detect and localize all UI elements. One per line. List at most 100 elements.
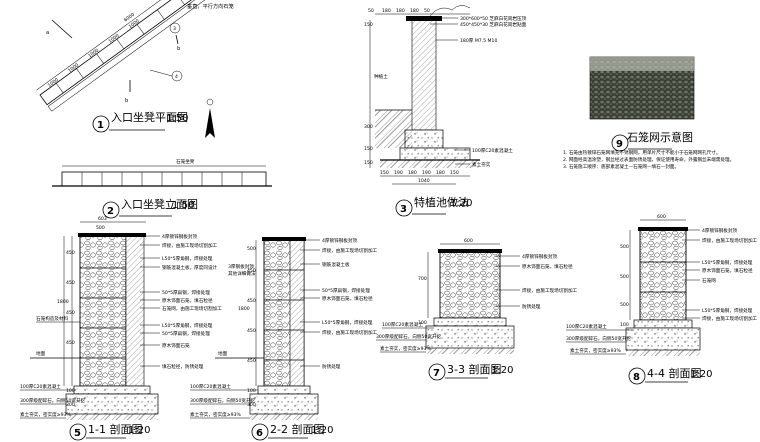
photo-note-3: 3. 石笼施工顺序：底部素混凝土—石笼网—填石—封面。	[563, 163, 679, 170]
s6-dim-2: 450	[247, 298, 256, 304]
s5-note-7: 石笼网，由施工现场切割加工	[162, 305, 222, 312]
s6-note-3: 钢筋混凝土板	[322, 261, 350, 268]
title-bubble	[69, 423, 87, 441]
d3-side-label: 种植土	[374, 73, 388, 80]
title2-scale: 1:50	[172, 200, 194, 211]
elevation-view-2: 石笼坐凳 2 入口坐凳立面图 1:50	[52, 158, 272, 219]
title-bubble	[102, 201, 120, 219]
title7-name: 3-3 剖面图	[447, 362, 501, 376]
s6-note-8: 防锈处理	[322, 363, 341, 370]
s8-dim-top: 600	[657, 214, 666, 220]
s7-dim-base: 100	[418, 320, 427, 326]
section-4-4: 600 500 500 500 100 4厚镀锌钢板封顶 焊接，由施工现场切割加…	[566, 214, 758, 385]
s6-note-6: L50*5厚角钢，焊接处理	[322, 319, 373, 326]
s7-base-note-2: 300厚级配碎石，向侧50宽开挖	[376, 333, 442, 340]
s6-note-5: 原木饰面石笼，填石粒径	[322, 295, 373, 302]
s8-base-note-3: 素土夯实，密实度≥93%	[570, 347, 621, 354]
d3-sdim-1: 150	[364, 22, 373, 28]
d3-bdim-3: 180	[408, 170, 417, 176]
s6-label-3: 其他详细做法	[228, 270, 256, 277]
title6-name: 2-2 剖面图	[270, 422, 324, 436]
title2-num: 2	[107, 206, 114, 217]
s5-dim-1: 450	[66, 250, 75, 256]
d3-sdim-4: 150	[364, 160, 373, 166]
title3-name: 特植池做法	[414, 195, 469, 209]
s6-dim-base2: 300	[247, 402, 256, 408]
d3-topdim-2: 180	[382, 8, 391, 14]
s8-note-5: 石笼网	[702, 277, 716, 284]
plan-dim-total: 6000	[123, 12, 136, 24]
title6-num: 6	[256, 428, 263, 439]
planter-detail-3: 50 180 180 180 50 150 300 150 150 种植土 30…	[364, 5, 527, 217]
s5-note-10: 原木饰面石笼	[162, 342, 190, 349]
title-bubble	[92, 115, 110, 133]
s8-base-note-2: 300厚级配碎石，向侧50宽开挖	[566, 335, 632, 342]
s5-dim-3: 450	[66, 310, 75, 316]
s5-dim-base1: 100	[66, 388, 75, 394]
marker-b2: b	[125, 98, 129, 104]
d3-topdim-5: 50	[424, 8, 430, 14]
title9-name: 石笼网示意图	[627, 130, 693, 144]
s5-note-9: 50*5厚扁钢，焊接处理	[162, 330, 210, 337]
s8-note-6: L50*5厚角钢，焊接处理	[702, 307, 753, 314]
title1-scale: 1:50	[166, 113, 188, 124]
s6-base-note-3: 素土夯实，密实度≥93%	[190, 411, 241, 418]
plan-dim-2: 1000	[67, 62, 80, 74]
plan-note: 垂直，平行方向石笼	[187, 2, 234, 10]
section-1-1: 603 500 450 450 450 450 1800 100 300 4厚镀…	[20, 216, 222, 441]
s7-dim-h: 700	[418, 276, 427, 282]
s5-dim-4: 450	[66, 340, 75, 346]
d3-note-3: 180厚 M7.5 M10	[460, 38, 497, 44]
gabion-photo-9: 9 石笼网示意图 1. 石笼由热镀锌石笼网填充不锈钢网，用单片尺寸不能小于石笼网…	[563, 56, 734, 170]
photo-note-1: 1. 石笼由热镀锌石笼网填充不锈钢网，用单片尺寸不能小于石笼网网孔尺寸。	[563, 149, 720, 156]
title8-name: 4-4 剖面图	[647, 366, 701, 380]
title-bubble	[628, 367, 646, 385]
title-bubble	[395, 199, 413, 217]
s7-dim-top: 600	[464, 238, 473, 244]
s5-label-ground: 地面	[36, 350, 46, 357]
title3-scale: 1:20	[450, 198, 472, 209]
title5-num: 5	[74, 428, 81, 439]
plan-dim-4: 1000	[107, 33, 120, 45]
s5-dim-base2: 300	[66, 402, 75, 408]
title9-num: 9	[616, 139, 623, 150]
s5-base-note-2: 300厚级配碎石，向侧50宽开挖	[20, 397, 86, 404]
s5-note-11: 填石粒径，防锈处理	[162, 363, 204, 370]
s6-dim-3: 450	[247, 328, 256, 334]
s7-note-2: 原木饰面石笼，填石粒径	[522, 263, 573, 270]
s6-dim-top: 500	[247, 246, 256, 252]
d3-note-2: 450*450*30 芝麻白花岗岩贴面	[460, 21, 527, 28]
s5-base-note-3: 素土夯实，密实度≥93%	[20, 411, 71, 418]
s7-note-3: 焊接，由施工现场切割加工	[522, 287, 578, 294]
title1-name: 入口坐凳平面图	[111, 110, 188, 124]
s5-note-8: L50*5厚角钢，焊接处理	[162, 322, 213, 329]
d3-note-4: 100厚C20素混凝土	[472, 147, 513, 154]
s8-note-3: L50*5厚角钢，焊接处理	[702, 259, 753, 266]
s7-base-note-3: 素土夯实，密实度≥93%	[380, 345, 431, 352]
section-tag-4: 4	[175, 74, 178, 80]
s6-dim-total: 1800	[238, 306, 250, 312]
d3-topdim-3: 180	[396, 8, 405, 14]
title8-scale: 1:20	[690, 369, 712, 380]
s8-note-2: 焊接，由施工现场切割加工	[702, 237, 758, 244]
title-bubble	[611, 134, 629, 152]
s8-dim-2: 500	[620, 274, 629, 280]
s5-label-2: 石笼构造及材料	[36, 315, 69, 322]
s8-note-1: 4厚镀锌钢板封顶	[702, 227, 737, 234]
marker-a1: a	[46, 30, 49, 36]
s7-note-1: 4厚镀锌钢板封顶	[522, 253, 557, 260]
s5-dim-top: 603	[98, 216, 107, 222]
title1-num: 1	[97, 120, 104, 131]
title6-scale: 1:20	[311, 425, 333, 436]
section-tag-3: 3	[173, 26, 176, 32]
s8-note-7: 焊接，由施工现场切割加工	[702, 315, 758, 322]
s5-note-3: L50*5厚角钢，焊接处理	[162, 255, 213, 262]
s6-note-2: 焊接，由施工现场切割加工	[322, 247, 378, 254]
section-2-2: 500 450 450 450 450 1800 100 300 4厚镀锌钢板封…	[190, 237, 378, 441]
s6-note-7: 焊接，由施工现场切割加工	[322, 329, 378, 336]
s7-note-4: 防锈处理	[522, 303, 541, 310]
d3-topdim-1: 50	[368, 8, 374, 14]
d3-bdim-6: 150	[450, 170, 459, 176]
d3-topdim-4: 180	[410, 8, 419, 14]
